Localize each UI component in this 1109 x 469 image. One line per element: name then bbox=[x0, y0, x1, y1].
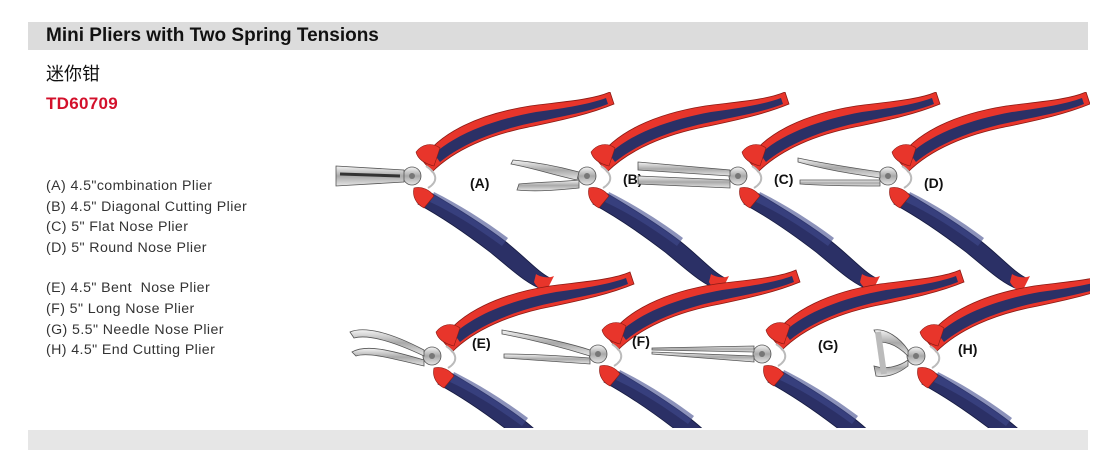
plier-label-g: (G) bbox=[818, 337, 838, 353]
plier-label-f: (F) bbox=[632, 333, 650, 349]
chinese-subtitle: 迷你钳 bbox=[46, 64, 100, 85]
page-title: Mini Pliers with Two Spring Tensions bbox=[46, 25, 379, 46]
plier-label-e: (E) bbox=[472, 335, 491, 351]
plier-a: (A) bbox=[335, 92, 615, 293]
plier-b: (B) bbox=[510, 92, 790, 293]
plier-label-c: (C) bbox=[774, 171, 793, 187]
plier-label-d: (D) bbox=[924, 175, 943, 191]
plier-d: (D) bbox=[797, 92, 1090, 293]
plier-f: (F) bbox=[501, 269, 801, 428]
flat-nose-plier-icon bbox=[637, 161, 731, 189]
end-cutting-plier-icon bbox=[873, 329, 909, 377]
plier-c: (C) bbox=[637, 92, 941, 293]
model-code: TD60709 bbox=[46, 94, 119, 113]
spec-item-h: (H) 4.5" End Cutting Plier bbox=[46, 342, 216, 359]
bent-nose-plier-icon bbox=[349, 329, 425, 367]
needle-nose-plier-icon bbox=[651, 345, 755, 363]
plier-g: (G) bbox=[651, 269, 965, 428]
spec-item-e: (E) 4.5" Bent Nose Plier bbox=[46, 280, 211, 297]
combination-plier-icon bbox=[335, 165, 405, 187]
round-nose-plier-icon bbox=[797, 157, 881, 187]
spec-item-f: (F) 5" Long Nose Plier bbox=[46, 300, 195, 317]
plier-label-h: (H) bbox=[958, 341, 977, 357]
spec-list: (A) 4.5"combination Plier (B) 4.5" Diago… bbox=[46, 176, 247, 361]
plier-label-a: (A) bbox=[470, 175, 489, 191]
spec-item-c: (C) 5" Flat Nose Plier bbox=[46, 219, 189, 236]
spec-item-b: (B) 4.5" Diagonal Cutting Plier bbox=[46, 198, 248, 215]
plier-e: (E) bbox=[349, 271, 635, 428]
plier-label-b: (B) bbox=[623, 171, 642, 187]
plier-h: (H) bbox=[873, 271, 1090, 428]
spec-item-a: (A) 4.5"combination Plier bbox=[46, 178, 213, 194]
diagonal-cutting-plier-icon bbox=[510, 159, 580, 192]
spec-item-g: (G) 5.5" Needle Nose Plier bbox=[46, 321, 224, 338]
pliers-illustration: (A) (B) (C) (D) (E) bbox=[335, 92, 1090, 428]
title-bar: Mini Pliers with Two Spring Tensions bbox=[28, 22, 1088, 50]
long-nose-plier-icon bbox=[501, 329, 591, 365]
spec-item-d: (D) 5" Round Nose Plier bbox=[46, 239, 207, 256]
footer-bar bbox=[28, 430, 1088, 450]
